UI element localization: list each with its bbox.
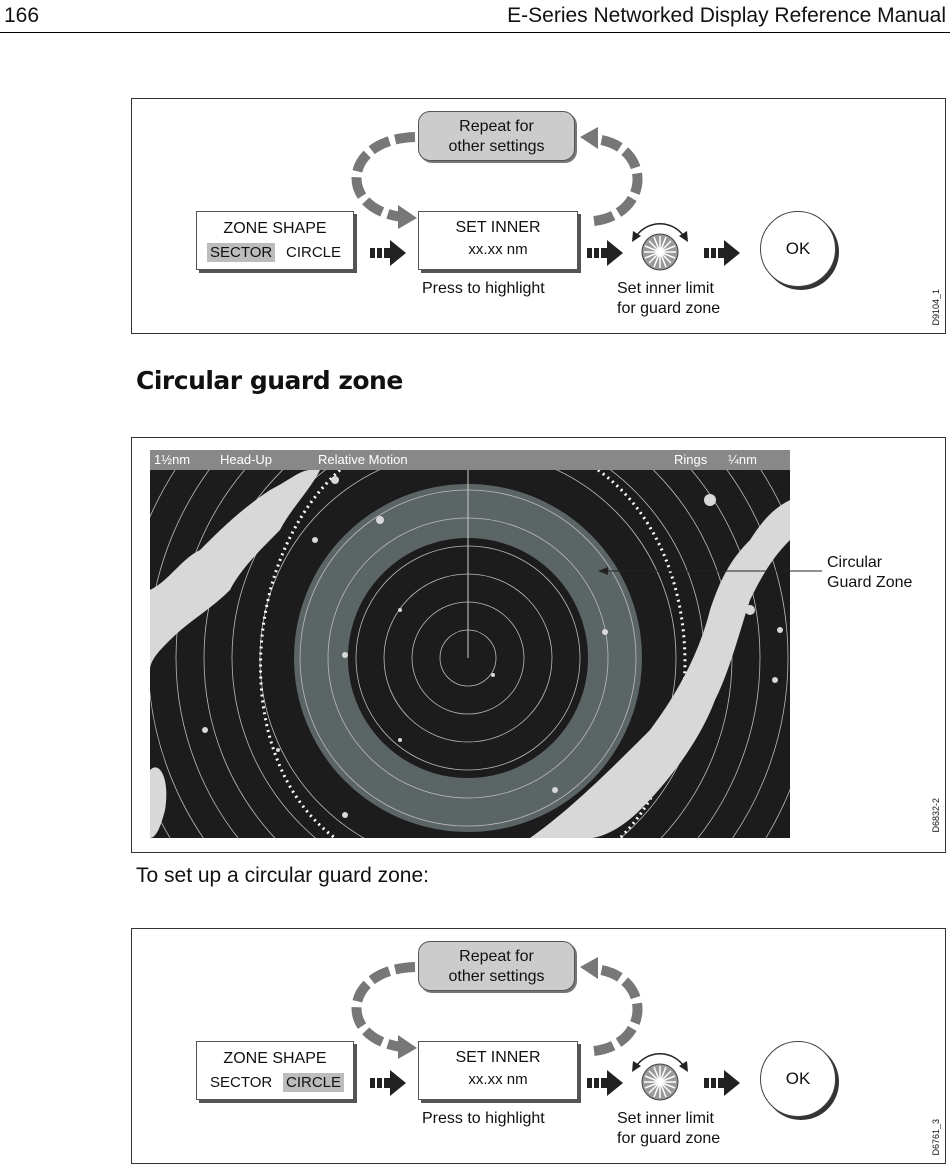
radar-screen: 1½nm Head-Up Relative Motion Rings ¼nm <box>150 450 790 838</box>
header-rule <box>0 32 950 33</box>
range-readout: 1½nm <box>154 452 191 467</box>
radar-figure: 1½nm Head-Up Relative Motion Rings ¼nm <box>131 437 946 853</box>
arrow-to-set-inner <box>370 240 406 266</box>
loop-left-arrow <box>351 132 416 222</box>
zone-shape-softkey[interactable]: ZONE SHAPE SECTOR CIRCLE <box>196 211 354 270</box>
loop-left-arrowhead <box>398 1035 417 1059</box>
section-heading: Circular guard zone <box>136 366 403 395</box>
set-inner-value: xx.xx nm <box>468 1071 528 1088</box>
radar-status-bar: 1½nm Head-Up Relative Motion Rings ¼nm <box>150 450 790 470</box>
caption-set-limit: Set inner limit for guard zone <box>617 1110 721 1147</box>
small-echoes <box>342 516 608 793</box>
figure-code: D6761_3 <box>931 1119 941 1156</box>
flow-graphics <box>351 127 740 271</box>
zone-shape-softkey[interactable]: ZONE SHAPE SECTOR CIRCLE <box>196 1041 354 1100</box>
zone-shape-title: ZONE SHAPE <box>223 1050 327 1067</box>
caption-press: Press to highlight <box>422 1110 545 1127</box>
orientation-readout: Head-Up <box>220 452 273 467</box>
option-sector[interactable]: SECTOR <box>207 243 276 262</box>
caption-set-limit: Set inner limit for guard zone <box>617 280 721 317</box>
caption-press: Press to highlight <box>422 280 545 297</box>
callout-leader <box>598 567 822 575</box>
option-sector[interactable]: SECTOR <box>210 1074 273 1091</box>
loop-right-arrowhead <box>580 957 598 979</box>
instruction-text: To set up a circular guard zone: <box>136 864 429 887</box>
page-number: 166 <box>4 4 40 27</box>
motion-mode-readout: Relative Motion <box>318 452 408 467</box>
zone-shape-title: ZONE SHAPE <box>223 220 327 237</box>
loop-left-arrow <box>351 962 416 1052</box>
figure-code: D9104_1 <box>931 289 941 326</box>
manual-title: E-Series Networked Display Reference Man… <box>507 4 946 27</box>
repeat-note: Repeat for other settings <box>418 941 575 991</box>
rings-label: Rings <box>674 452 708 467</box>
radar-picture <box>150 470 790 838</box>
set-inner-title: SET INNER <box>455 1049 541 1066</box>
set-inner-title: SET INNER <box>455 219 541 236</box>
rotary-knob-icon <box>632 1052 688 1101</box>
arrow-to-ok <box>704 240 740 266</box>
loop-right-arrow <box>593 134 643 226</box>
ok-button[interactable]: OK <box>760 1041 836 1117</box>
guard-zone-callout: Circular Guard Zone <box>827 554 913 591</box>
page-header: 166 E-Series Networked Display Reference… <box>0 0 950 34</box>
arrow-to-knob <box>587 240 623 266</box>
dotted-arc-right <box>597 470 687 838</box>
arrow-to-ok <box>704 1070 740 1096</box>
loop-left-arrowhead <box>398 205 417 229</box>
flow-graphics <box>351 957 740 1101</box>
option-circle[interactable]: CIRCLE <box>286 244 342 261</box>
set-inner-value: xx.xx nm <box>468 241 528 258</box>
land-echoes-left <box>150 470 402 838</box>
loop-right-arrow <box>593 964 643 1056</box>
arrow-to-knob <box>587 1070 623 1096</box>
arrow-to-set-inner <box>370 1070 406 1096</box>
land-echoes-right <box>530 494 790 838</box>
set-inner-softkey[interactable]: SET INNER xx.xx nm <box>418 1041 578 1100</box>
set-inner-softkey[interactable]: SET INNER xx.xx nm <box>418 211 578 270</box>
rings-value: ¼nm <box>728 452 757 467</box>
loop-right-arrowhead <box>580 127 598 149</box>
option-circle[interactable]: CIRCLE <box>283 1073 345 1092</box>
figure-code: D6832-2 <box>931 798 941 833</box>
ok-button[interactable]: OK <box>760 211 836 287</box>
sector-setup-diagram: Repeat for other settings ZONE SHAPE SEC… <box>131 98 946 334</box>
circle-setup-diagram: Repeat for other settings ZONE SHAPE SEC… <box>131 928 946 1164</box>
repeat-note: Repeat for other settings <box>418 111 575 161</box>
rotary-knob-icon <box>632 222 688 271</box>
dotted-arc-left <box>259 470 342 838</box>
